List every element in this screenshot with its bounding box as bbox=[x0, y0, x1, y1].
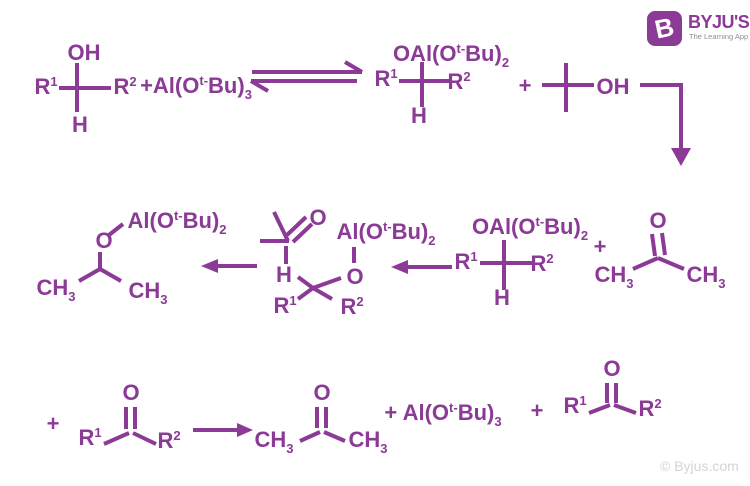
label-r1: R1 bbox=[78, 425, 102, 450]
bonds-secondary-alcohol bbox=[59, 63, 111, 112]
arrow-left-outer bbox=[391, 260, 452, 274]
label-r2: R2 bbox=[530, 251, 554, 276]
label-ch3: CH3 bbox=[254, 427, 294, 456]
label-oal-otbu2: OAl(Ot-Bu)2 bbox=[392, 41, 510, 70]
bonds-transition-state bbox=[260, 211, 356, 301]
brand-tagline: The Learning App bbox=[689, 32, 749, 41]
arrow-right bbox=[193, 423, 253, 437]
label-o: O bbox=[313, 380, 331, 405]
label-plus-al-otbu3: +Al(Ot-Bu)3 bbox=[140, 73, 252, 102]
label-r2: R2 bbox=[447, 69, 471, 94]
label-oal-otbu2: OAl(Ot-Bu)2 bbox=[471, 214, 589, 243]
label-plus: + bbox=[593, 234, 607, 259]
label-al-otbu2: Al(Ot-Bu)2 bbox=[336, 219, 436, 248]
byjus-logo: B BYJU'S The Learning App bbox=[647, 10, 750, 48]
bonds-aluminium-alkoxide-mid bbox=[480, 240, 532, 290]
label-ch3: CH3 bbox=[36, 275, 76, 304]
label-r2: R2 bbox=[340, 294, 364, 319]
badge-letter: B bbox=[652, 11, 677, 45]
label-h: H bbox=[72, 112, 88, 137]
label-r1: R1 bbox=[273, 293, 297, 318]
label-al-otbu2: Al(Ot-Bu)2 bbox=[127, 208, 227, 237]
label-h: H bbox=[411, 103, 427, 128]
bonds-ketone-reactant bbox=[103, 407, 157, 446]
label-o: O bbox=[122, 380, 140, 405]
bonds-acetone-byproduct bbox=[632, 232, 685, 271]
label-ch3: CH3 bbox=[594, 262, 634, 291]
label-r2: R2 bbox=[157, 428, 181, 453]
label-ch3: CH3 bbox=[128, 278, 168, 307]
label-r1: R1 bbox=[34, 74, 58, 99]
bonds-acetone-product bbox=[299, 407, 346, 443]
label-r2: R2 bbox=[638, 396, 662, 421]
label-ch3: CH3 bbox=[348, 427, 388, 456]
label-h: H bbox=[276, 262, 292, 287]
arrow-left-inner bbox=[201, 259, 257, 273]
brand-name: BYJU'S bbox=[688, 12, 750, 32]
elbow-arrow bbox=[640, 83, 691, 166]
label-oh: OH bbox=[67, 40, 101, 65]
label-oh: OH bbox=[596, 74, 630, 99]
label-plus-al-otbu3: + Al(Ot-Bu)3 bbox=[384, 400, 502, 429]
label-o: O bbox=[309, 205, 327, 230]
label-ch3: CH3 bbox=[686, 262, 726, 291]
bonds-tert-butanol bbox=[542, 63, 594, 112]
copyright-text: © Byjus.com bbox=[660, 458, 739, 474]
label-r1: R1 bbox=[374, 66, 398, 91]
label-o: O bbox=[95, 228, 113, 253]
bonds-aluminium-alkoxide-top bbox=[399, 62, 452, 107]
label-o: O bbox=[346, 264, 364, 289]
label-o: O bbox=[649, 208, 667, 233]
byjus-badge-icon: B bbox=[647, 11, 682, 46]
label-plus: + bbox=[518, 73, 532, 98]
label-r1: R1 bbox=[563, 393, 587, 418]
label-h: H bbox=[494, 285, 510, 310]
equilibrium-arrow bbox=[249, 60, 364, 93]
bonds-ketone-product bbox=[588, 383, 637, 415]
label-plus: + bbox=[46, 411, 60, 436]
label-o: O bbox=[603, 356, 621, 381]
label-r1: R1 bbox=[454, 249, 478, 274]
label-r2: R2 bbox=[113, 74, 137, 99]
label-plus: + bbox=[530, 398, 544, 423]
bonds-isopropoxide bbox=[78, 222, 125, 283]
